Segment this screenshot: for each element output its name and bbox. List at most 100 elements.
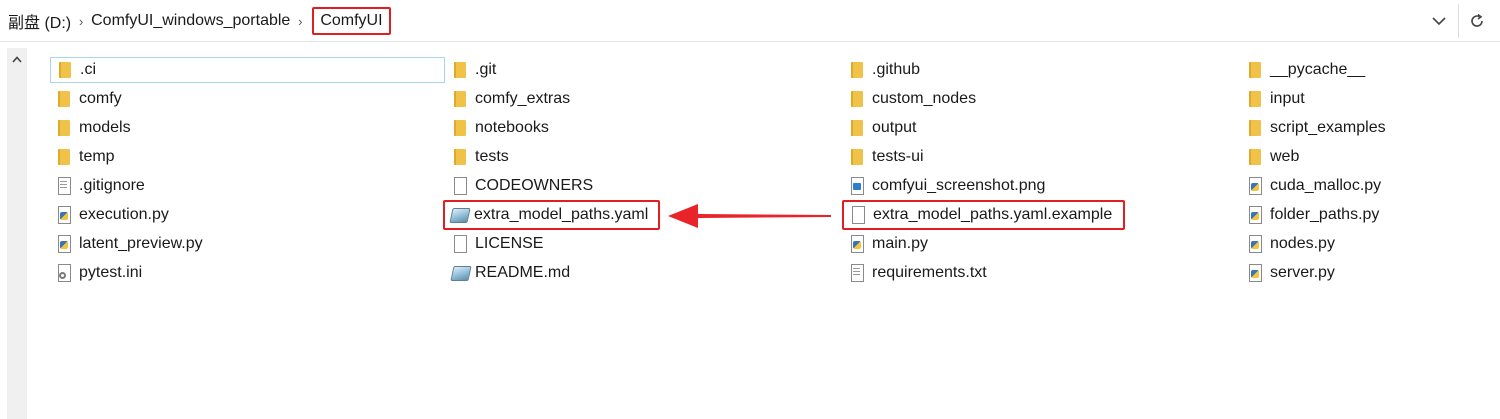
- breadcrumb: 副盘 (D:) › ComfyUI_windows_portable › Com…: [8, 0, 391, 42]
- refresh-icon: [1471, 13, 1483, 27]
- file-item-extra-model-paths-yaml[interactable]: extra_model_paths.yaml: [443, 200, 660, 230]
- file-item-label: output: [872, 119, 917, 136]
- file-item-comfy-extras[interactable]: comfy_extras: [446, 86, 570, 112]
- file-item-extra-model-paths-yaml-example[interactable]: extra_model_paths.yaml.example: [842, 200, 1125, 230]
- file-item-label: tests-ui: [872, 148, 924, 165]
- python-file-icon: [1247, 235, 1263, 253]
- file-item-output[interactable]: output: [843, 115, 916, 141]
- refresh-button[interactable]: [1462, 6, 1492, 36]
- file-item-cuda-malloc-py[interactable]: cuda_malloc.py: [1241, 173, 1381, 199]
- python-file-icon: [1247, 264, 1263, 282]
- address-dropdown-button[interactable]: [1424, 6, 1454, 36]
- file-item-label: execution.py: [79, 206, 169, 223]
- file-item-label: temp: [79, 148, 115, 165]
- file-item-temp[interactable]: temp: [50, 144, 115, 170]
- folder-icon: [452, 119, 468, 137]
- file-item-server-py[interactable]: server.py: [1241, 260, 1335, 286]
- file-item-git[interactable]: .git: [446, 57, 496, 83]
- file-item-label: input: [1270, 90, 1305, 107]
- file-item-script-examples[interactable]: script_examples: [1241, 115, 1386, 141]
- vertical-scrollbar[interactable]: [7, 48, 27, 419]
- file-item-comfyui-screenshot-png[interactable]: comfyui_screenshot.png: [843, 173, 1045, 199]
- file-item-requirements-txt[interactable]: requirements.txt: [843, 260, 987, 286]
- folder-icon: [849, 119, 865, 137]
- folder-icon: [452, 61, 468, 79]
- scroll-up-button[interactable]: [7, 48, 27, 70]
- file-item-comfy[interactable]: comfy: [50, 86, 122, 112]
- python-file-icon: [56, 206, 72, 224]
- file-item-label: tests: [475, 148, 509, 165]
- file-item-license[interactable]: LICENSE: [446, 231, 543, 257]
- folder-icon: [1247, 90, 1263, 108]
- text-file-icon: [56, 177, 72, 195]
- file-item-label: README.md: [475, 264, 571, 281]
- folder-icon: [849, 148, 865, 166]
- file-item-pytest-ini[interactable]: pytest.ini: [50, 260, 142, 286]
- file-item-label: server.py: [1270, 264, 1335, 281]
- breadcrumb-separator-icon[interactable]: ›: [78, 13, 84, 29]
- file-item-input[interactable]: input: [1241, 86, 1305, 112]
- address-bar[interactable]: 副盘 (D:) › ComfyUI_windows_portable › Com…: [0, 0, 1500, 42]
- folder-icon: [849, 61, 865, 79]
- folder-icon: [57, 61, 73, 79]
- folder-icon: [1247, 61, 1263, 79]
- folder-icon: [56, 90, 72, 108]
- file-item-label: requirements.txt: [872, 264, 987, 281]
- python-file-icon: [1247, 177, 1263, 195]
- folder-icon: [849, 90, 865, 108]
- chevron-up-icon: [12, 55, 22, 63]
- image-file-icon: [849, 177, 865, 195]
- folder-icon: [56, 148, 72, 166]
- file-item-label: .ci: [80, 61, 96, 78]
- text-file-icon: [849, 264, 865, 282]
- file-item-label: .git: [475, 61, 497, 78]
- file-item-label: custom_nodes: [872, 90, 977, 107]
- breadcrumb-separator-icon[interactable]: ›: [298, 13, 303, 29]
- file-item-gitignore[interactable]: .gitignore: [50, 173, 145, 199]
- file-item-label: models: [79, 119, 131, 136]
- folder-icon: [452, 148, 468, 166]
- breadcrumb-drive[interactable]: 副盘 (D:): [8, 15, 72, 32]
- file-item-folder-paths-py[interactable]: folder_paths.py: [1241, 202, 1379, 228]
- file-item-label: web: [1270, 148, 1300, 165]
- chevron-down-icon: [1432, 16, 1446, 25]
- yaml-file-icon: [452, 264, 468, 282]
- file-item-label: comfyui_screenshot.png: [872, 177, 1046, 194]
- file-item-label: main.py: [872, 235, 929, 252]
- file-item-label: extra_model_paths.yaml.example: [873, 206, 1113, 223]
- file-item-models[interactable]: models: [50, 115, 131, 141]
- document-icon: [850, 206, 866, 224]
- breadcrumb-folder-comfyui[interactable]: ComfyUI: [312, 7, 391, 35]
- file-item-label: .gitignore: [79, 177, 145, 194]
- file-item-label: extra_model_paths.yaml: [474, 206, 649, 223]
- file-item-nodes-py[interactable]: nodes.py: [1241, 231, 1335, 257]
- file-item-label: comfy_extras: [475, 90, 571, 107]
- file-item-label: pytest.ini: [79, 264, 143, 281]
- file-item-notebooks[interactable]: notebooks: [446, 115, 549, 141]
- file-item-ci[interactable]: .ci: [50, 57, 445, 83]
- file-item-custom-nodes[interactable]: custom_nodes: [843, 86, 976, 112]
- file-item-label: notebooks: [475, 119, 549, 136]
- python-file-icon: [849, 235, 865, 253]
- file-item-label: LICENSE: [475, 235, 544, 252]
- file-item-execution-py[interactable]: execution.py: [50, 202, 169, 228]
- folder-icon: [1247, 119, 1263, 137]
- file-item-label: .github: [872, 61, 921, 78]
- file-item-tests[interactable]: tests: [446, 144, 509, 170]
- file-item-pycache[interactable]: __pycache__: [1241, 57, 1365, 83]
- settings-file-icon: [56, 264, 72, 282]
- address-divider: [1458, 4, 1459, 38]
- file-item-codeowners[interactable]: CODEOWNERS: [446, 173, 593, 199]
- annotation-arrow-icon: [668, 204, 831, 228]
- breadcrumb-folder-portable[interactable]: ComfyUI_windows_portable: [91, 12, 291, 29]
- file-item-tests-ui[interactable]: tests-ui: [843, 144, 924, 170]
- file-item-github[interactable]: .github: [843, 57, 920, 83]
- file-item-latent-preview-py[interactable]: latent_preview.py: [50, 231, 203, 257]
- folder-icon: [1247, 148, 1263, 166]
- file-item-main-py[interactable]: main.py: [843, 231, 928, 257]
- file-item-readme-md[interactable]: README.md: [446, 260, 570, 286]
- python-file-icon: [1247, 206, 1263, 224]
- file-item-label: CODEOWNERS: [475, 177, 594, 194]
- file-item-web[interactable]: web: [1241, 144, 1299, 170]
- file-item-label: nodes.py: [1270, 235, 1335, 252]
